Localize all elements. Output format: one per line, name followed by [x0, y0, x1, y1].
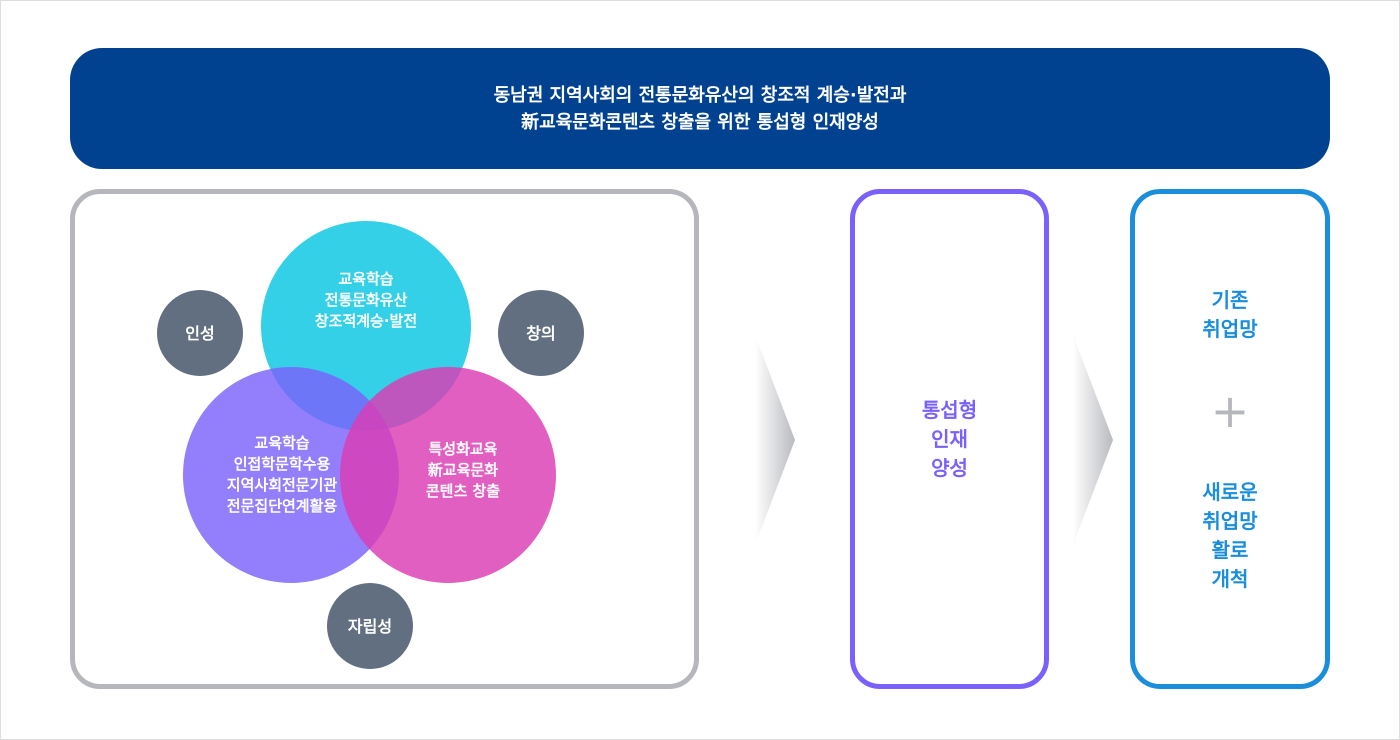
label: 인성	[185, 323, 215, 343]
label: 창조적계승·발전	[314, 312, 418, 330]
value-circle-insung: 인성	[157, 290, 243, 376]
label: 창의	[526, 323, 556, 343]
label: 취업망	[1202, 317, 1258, 341]
banner-line-2: 新교육문화콘텐츠 창출을 위한 통섭형 인재양성	[521, 111, 879, 133]
value-circle-changui: 창의	[498, 290, 584, 376]
label: 취업망	[1202, 509, 1258, 533]
label: 새로운	[1202, 480, 1258, 504]
label: 新교육문화	[427, 460, 499, 479]
label: 지역사회전문기관	[226, 476, 338, 494]
label: 양성	[931, 456, 968, 480]
label: 활로	[1211, 538, 1249, 562]
label: 인재	[931, 427, 968, 451]
label: 전통문화유산	[324, 291, 408, 309]
label: 기존	[1211, 288, 1249, 312]
label: 전문집단연계활용	[226, 497, 338, 515]
title-banner: 동남권 지역사회의 전통문화유산의 창조적 계승·발전과 新교육문화콘텐츠 창출…	[70, 48, 1330, 169]
banner-line-1: 동남권 지역사회의 전통문화유산의 창조적 계승·발전과	[493, 84, 907, 106]
plus-icon: +	[1210, 384, 1250, 438]
label: 개척	[1211, 567, 1249, 591]
arrow-right-icon	[755, 335, 795, 545]
label: 인접학문학수용	[233, 455, 331, 473]
label: 교육학습	[254, 434, 310, 452]
label: 특성화교육	[428, 439, 498, 458]
middle-panel	[850, 189, 1049, 689]
label: 콘텐츠 창출	[425, 481, 501, 500]
arrow-right-icon	[1073, 335, 1113, 545]
venn-panel	[70, 189, 699, 689]
result-panel	[1130, 189, 1330, 689]
label: 교육학습	[338, 270, 394, 288]
value-circle-jaripseong: 자립성	[327, 583, 413, 669]
label: 자립성	[347, 616, 393, 636]
label: 통섭형	[921, 398, 978, 422]
